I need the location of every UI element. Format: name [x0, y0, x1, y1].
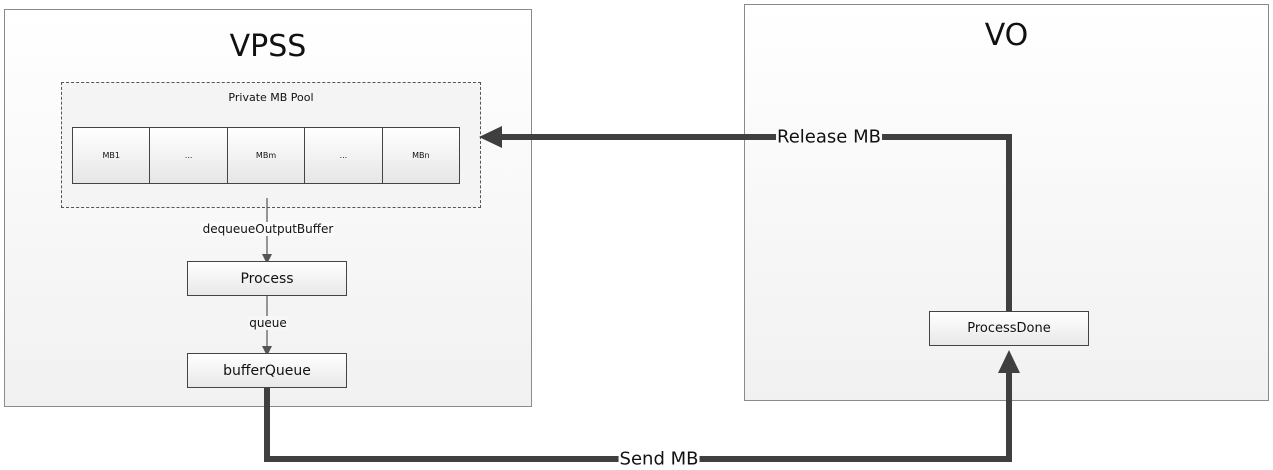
dequeue-label: dequeueOutputBuffer — [201, 222, 335, 236]
mb-row: MB1 ... MBm ... MBn — [72, 127, 461, 184]
process-box: Process — [187, 261, 347, 296]
release-mb-label: Release MB — [776, 126, 882, 148]
process-done-box: ProcessDone — [929, 311, 1089, 346]
send-mb-label: Send MB — [618, 448, 700, 470]
mb-cell-5: MBn — [381, 127, 461, 184]
pool-label: Private MB Pool — [228, 91, 314, 104]
mb-cell-3: MBm — [226, 127, 306, 184]
mb-cell-2: ... — [149, 127, 228, 184]
vo-title: VO — [984, 18, 1029, 53]
buffer-queue-box: bufferQueue — [187, 353, 347, 388]
mb-cell-4: ... — [304, 127, 383, 184]
mb-cell-1: MB1 — [72, 127, 151, 184]
vpss-title: VPSS — [229, 29, 307, 64]
vpss-panel: VPSS Private MB Pool MB1 ... MBm ... MBn — [4, 9, 532, 407]
queue-label: queue — [248, 316, 288, 330]
private-mb-pool: Private MB Pool MB1 ... MBm ... MBn — [61, 82, 481, 208]
